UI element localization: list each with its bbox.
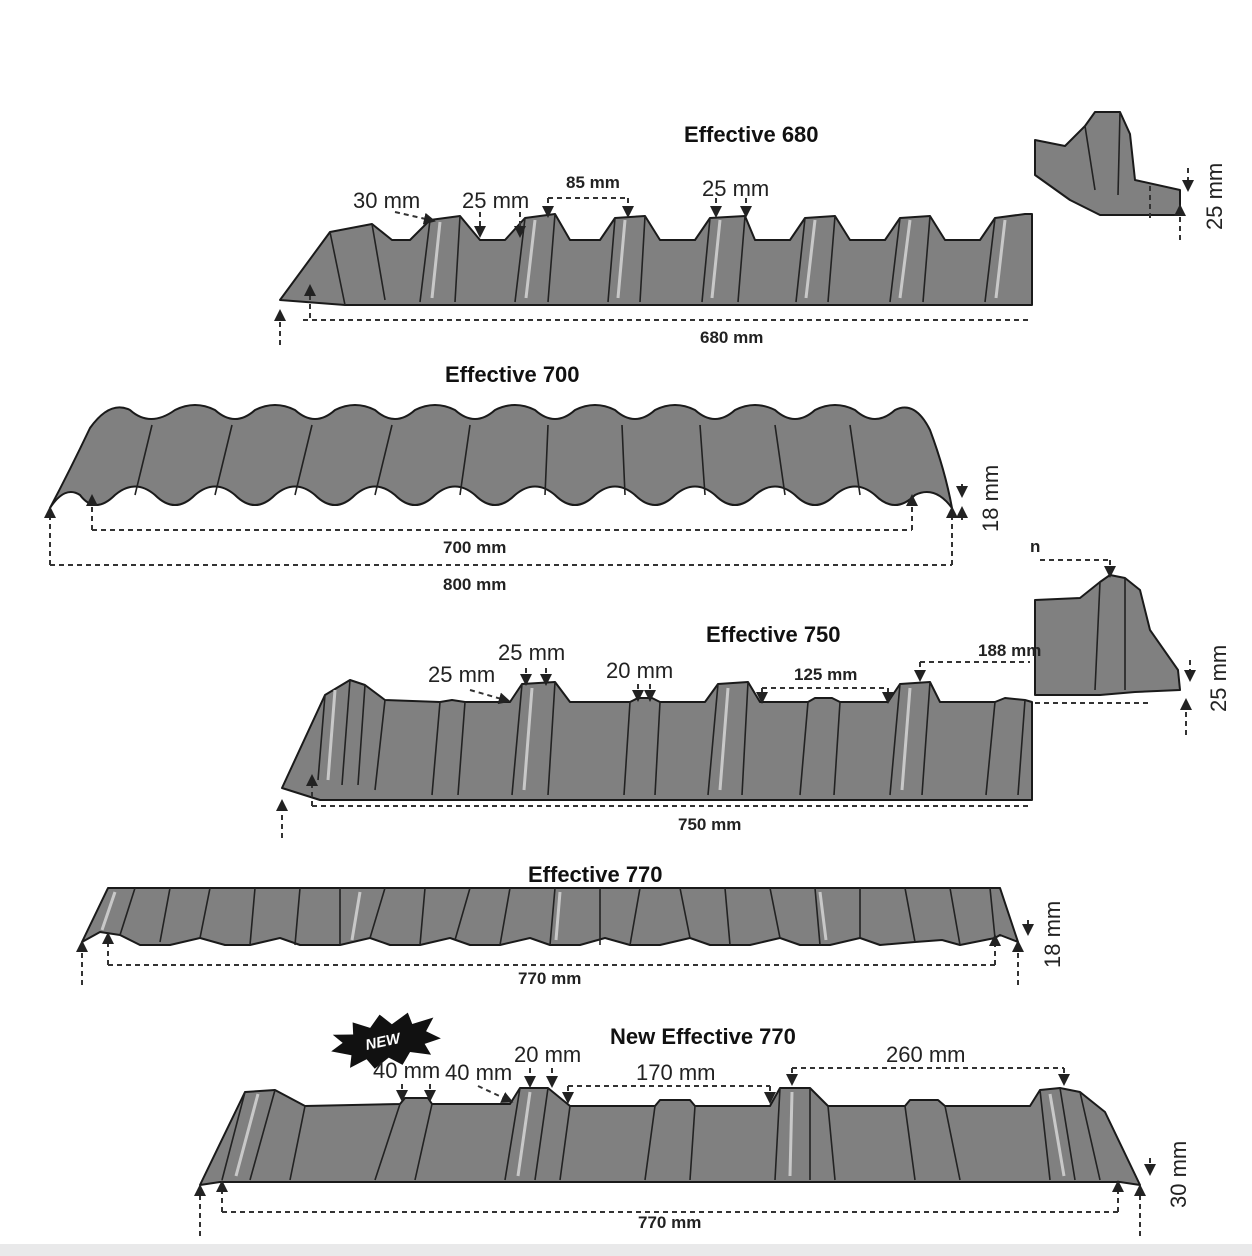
rib-lines xyxy=(329,213,1007,306)
profile-770: Effective 770 770 mm 18 mm xyxy=(76,862,1065,988)
dimension-label-effective: 700 mm xyxy=(443,538,506,557)
rib-lines xyxy=(134,424,861,496)
rib-lines xyxy=(119,887,996,946)
dimension-label: 85 mm xyxy=(566,173,620,192)
profile-750: Effective 750 n 750 mm 25 mm 25 mm 20 mm… xyxy=(276,537,1231,838)
dimension-label: 25 mm xyxy=(428,662,495,687)
dimension-label: 25 mm xyxy=(462,188,529,213)
height-label: 18 mm xyxy=(978,465,1003,532)
dimension-label-effective: 770 mm xyxy=(638,1213,701,1232)
height-label: 30 mm xyxy=(1166,1141,1191,1208)
dimension-label: 20 mm xyxy=(514,1042,581,1067)
profile-title: New Effective 770 xyxy=(610,1024,796,1049)
height-label: 25 mm xyxy=(1206,645,1231,712)
profile-title: Effective 770 xyxy=(528,862,663,887)
dimension-label-partial: n xyxy=(1030,537,1040,556)
profile-700: Effective 700 700 mm 800 mm 18 mm xyxy=(44,362,1003,594)
roof-sheet xyxy=(279,213,1033,306)
profile-title: Effective 700 xyxy=(445,362,580,387)
dimension-label-overall: 800 mm xyxy=(443,575,506,594)
dimension-label-effective: 680 mm xyxy=(700,328,763,347)
dimension-label: 40 mm xyxy=(445,1060,512,1085)
dimension-label: 40 mm xyxy=(373,1058,440,1083)
profile-new-770: NEW New Effective 770 770 mm 40 mm 40 mm… xyxy=(194,1012,1191,1236)
new-badge: NEW xyxy=(331,1012,441,1069)
profile-cross-section xyxy=(1034,111,1181,216)
roof-sheet xyxy=(81,887,1019,946)
dimension-label-effective: 770 mm xyxy=(518,969,581,988)
dimension-label: 260 mm xyxy=(886,1042,965,1067)
dimension-label: 25 mm xyxy=(702,176,769,201)
dimension-label-effective: 750 mm xyxy=(678,815,741,834)
dimension-label: 30 mm xyxy=(353,188,420,213)
profile-title: Effective 750 xyxy=(706,622,841,647)
dimension-label: 125 mm xyxy=(794,665,857,684)
bottom-strip xyxy=(0,1244,1252,1256)
rib-lines xyxy=(317,679,1026,796)
dimension-label: 20 mm xyxy=(606,658,673,683)
rib-lines xyxy=(221,1087,1101,1181)
profile-title: Effective 680 xyxy=(684,122,819,147)
dimension-label: 25 mm xyxy=(498,640,565,665)
height-label: 18 mm xyxy=(1040,901,1065,968)
profile-680: Effective 680 680 mm 30 mm 25 mm 85 mm 2… xyxy=(274,111,1227,347)
dimension-label: 188 mm xyxy=(978,641,1041,660)
roof-sheet xyxy=(199,1087,1141,1186)
roof-sheet xyxy=(49,404,953,509)
roof-sheet xyxy=(281,679,1033,801)
dimension-label: 170 mm xyxy=(636,1060,715,1085)
profile-cross-section xyxy=(1034,574,1181,696)
height-label: 25 mm xyxy=(1202,163,1227,230)
